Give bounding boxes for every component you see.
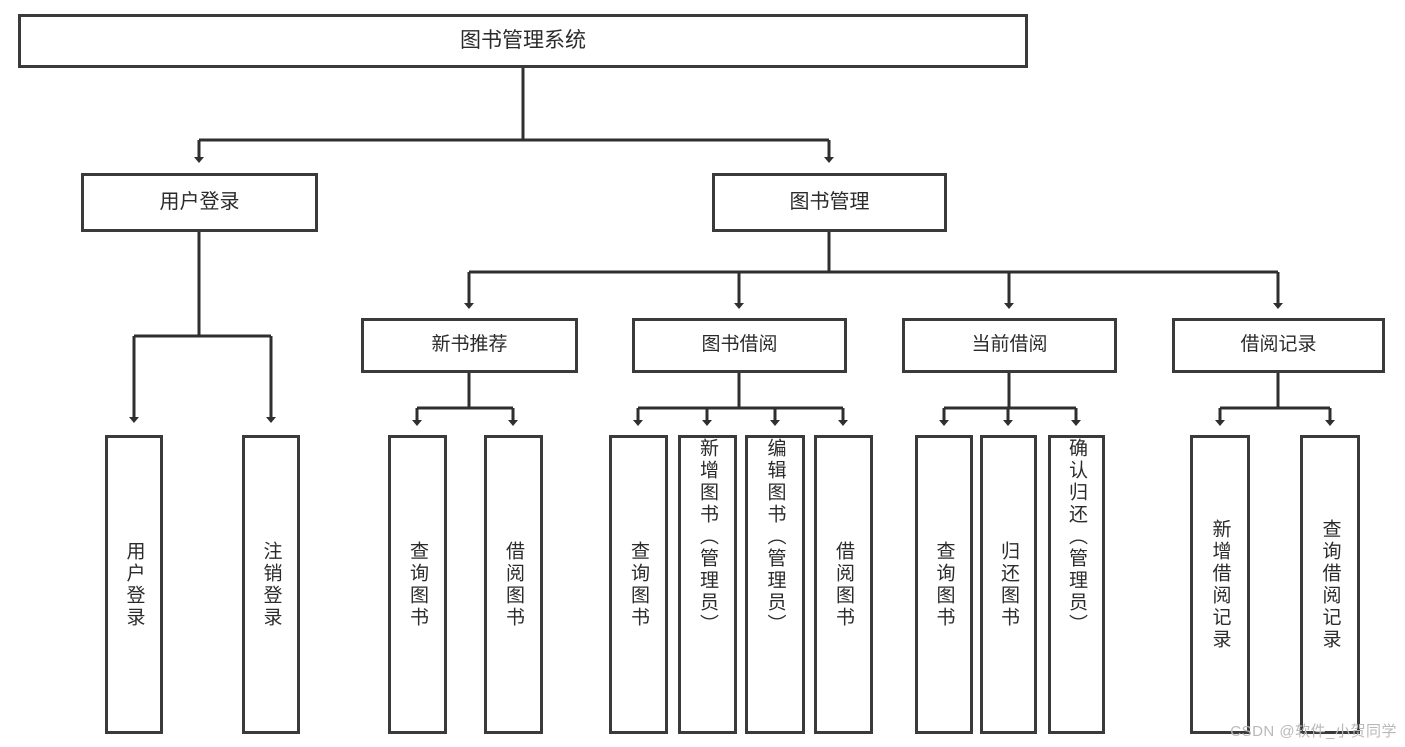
leaf-confirm-return-admin[interactable]: 确认归还（管理员） — [1048, 435, 1105, 734]
node-root[interactable]: 图书管理系统 — [18, 14, 1028, 68]
node-book-borrow-label: 图书借阅 — [701, 334, 778, 356]
leaf-query-book-current-label: 查询图书 — [933, 540, 955, 629]
leaf-borrow-book-label: 借阅图书 — [833, 540, 854, 629]
leaf-query-book-current[interactable]: 查询图书 — [915, 435, 973, 734]
leaf-add-borrow-record[interactable]: 新增借阅记录 — [1190, 435, 1250, 734]
node-book-management[interactable]: 图书管理 — [712, 173, 947, 232]
node-current-borrow[interactable]: 当前借阅 — [902, 318, 1117, 373]
leaf-logout[interactable]: 注销登录 — [242, 435, 300, 734]
leaf-user-login[interactable]: 用户登录 — [105, 435, 163, 734]
leaf-query-borrow-record-label: 查询借阅记录 — [1319, 518, 1341, 651]
node-current-borrow-label: 当前借阅 — [971, 334, 1048, 356]
leaf-edit-book-admin[interactable]: 编辑图书（管理员） — [745, 435, 805, 734]
leaf-query-book-borrow[interactable]: 查询图书 — [609, 435, 668, 734]
leaf-add-borrow-record-label: 新增借阅记录 — [1209, 518, 1231, 651]
node-new-book-recommend[interactable]: 新书推荐 — [361, 318, 578, 373]
leaf-borrow-book[interactable]: 借阅图书 — [814, 435, 873, 734]
node-user-login-label: 用户登录 — [159, 190, 240, 213]
node-borrow-record[interactable]: 借阅记录 — [1172, 318, 1385, 373]
leaf-query-book-recommend-label: 查询图书 — [407, 540, 428, 629]
leaf-logout-label: 注销登录 — [260, 540, 282, 629]
leaf-add-book-admin[interactable]: 新增图书（管理员） — [678, 435, 737, 734]
leaf-return-book-label: 归还图书 — [998, 540, 1019, 629]
node-user-login[interactable]: 用户登录 — [81, 173, 318, 232]
leaf-borrow-book-recommend[interactable]: 借阅图书 — [484, 435, 543, 734]
leaf-confirm-return-admin-label: 确认归还（管理员） — [1066, 438, 1087, 636]
leaf-edit-book-admin-label: 编辑图书（管理员） — [764, 438, 786, 636]
node-book-management-label: 图书管理 — [789, 190, 870, 213]
node-root-label: 图书管理系统 — [460, 28, 586, 52]
node-borrow-record-label: 借阅记录 — [1240, 334, 1317, 356]
leaf-query-borrow-record[interactable]: 查询借阅记录 — [1300, 435, 1360, 734]
leaf-query-book-borrow-label: 查询图书 — [628, 540, 649, 629]
leaf-query-book-recommend[interactable]: 查询图书 — [388, 435, 447, 734]
watermark: CSDN @软件_小贺同学 — [1230, 723, 1397, 740]
node-new-book-recommend-label: 新书推荐 — [431, 334, 508, 356]
leaf-return-book[interactable]: 归还图书 — [980, 435, 1037, 734]
leaf-user-login-label: 用户登录 — [123, 540, 145, 629]
leaf-add-book-admin-label: 新增图书（管理员） — [697, 438, 718, 636]
leaf-borrow-book-recommend-label: 借阅图书 — [503, 540, 524, 629]
node-book-borrow[interactable]: 图书借阅 — [632, 318, 847, 373]
